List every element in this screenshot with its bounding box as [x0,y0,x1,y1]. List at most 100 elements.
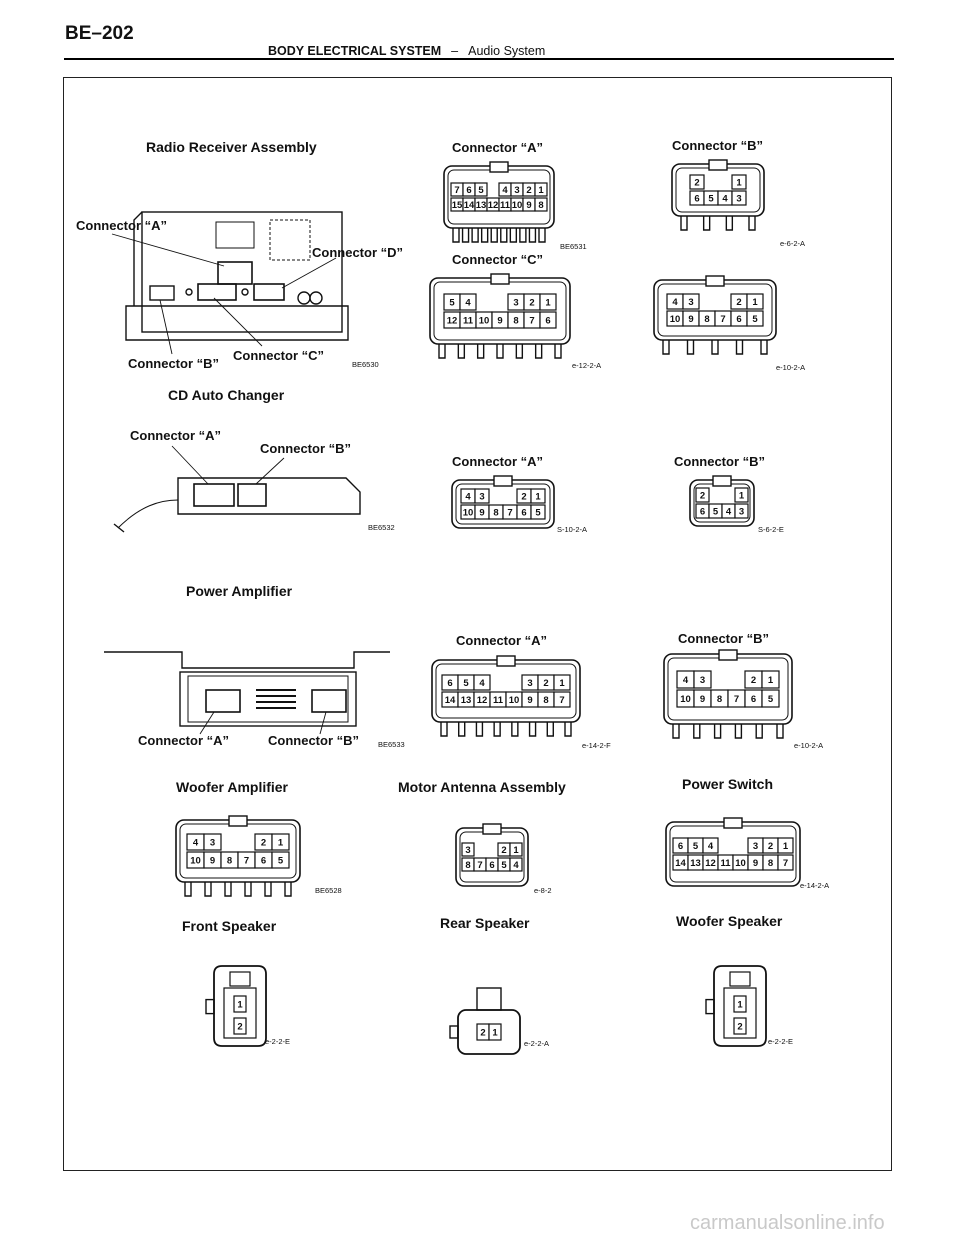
terminal-leg [452,228,460,243]
conn-rr-a-pin-2: 2 [526,185,531,196]
conn-rr-c-pin-1: 1 [545,298,551,309]
terminal-leg [457,344,466,359]
terminal-leg [564,722,572,737]
conn-cd-a-pin-3-cell [474,488,490,504]
header-rule [64,58,894,60]
conn-rr-c-pin-3: 3 [513,298,518,309]
woofer-speaker-code: e-2-2-E [768,1037,793,1046]
pa-conn-b-code: e-10-2-A [794,741,823,750]
conn-front-pin-2: 2 [237,1022,242,1033]
woofer-speaker-title: Woofer Speaker [676,913,783,929]
conn-front-pin-2-cell [233,1017,247,1035]
conn-front-pin-1: 1 [237,1000,243,1011]
terminal-leg [264,882,272,897]
conn-rr-a-pin-15: 15 [452,200,463,211]
terminal-leg [519,228,527,243]
conn-switch-pin-11: 11 [720,858,731,869]
conn-pa-a-pin-3: 3 [527,678,532,689]
terminal-leg [509,228,518,243]
conn-pa-a-pin-8: 8 [543,695,548,706]
terminal-leg [776,724,784,739]
terminal-leg [680,216,688,231]
rr-callout-d: Connector “D” [312,245,403,260]
conn-switch-pin-7: 7 [783,858,788,869]
conn-woofer-amp-pin-2: 2 [261,838,266,849]
front-speaker-connector-face: 12 [205,965,267,1047]
conn-rr-a-pin-8-cell [534,197,548,212]
conn-rear-pin-2: 2 [480,1028,485,1039]
conn-pa-b-pin-10: 10 [680,694,691,705]
conn-rr-d-pin-10: 10 [670,314,681,325]
terminal-leg [475,722,484,737]
pa-conn-a-title: Connector “A” [456,633,547,648]
conn-cd-a-pin-5: 5 [535,508,541,519]
conn-antenna-pin-4-cell [509,857,523,872]
page-header: BE–202 BODY ELECTRICAL SYSTEM–Audio Syst… [0,0,960,64]
conn-rr-d-pin-4: 4 [672,297,678,308]
conn-woofer-amp-pin-5-cell [271,851,290,869]
conn-pa-b-pin-2: 2 [751,675,756,686]
conn-pa-a-pin-13: 13 [461,695,472,706]
power-switch-title: Power Switch [682,776,773,792]
conn-rr-c-pin-1-cell [539,293,557,311]
conn-pa-a-pin-9: 9 [527,695,532,706]
terminal-leg [725,216,734,231]
conn-rr-a-pin-1: 1 [538,185,544,196]
conn-switch-pin-6: 6 [678,841,683,852]
conn-pa-b-pin-3-cell [693,670,712,689]
terminal-leg [672,724,680,739]
conn-front-pin-1-cell [233,995,247,1013]
terminal-leg [686,340,695,355]
conn-rr-a-pin-3: 3 [514,185,519,196]
conn-pa-a-pin-4: 4 [479,678,485,689]
conn-wspk-pin-1-cell [733,995,747,1013]
terminal-leg [748,216,756,231]
conn-rr-c-pin-10: 10 [479,316,490,327]
terminal-leg [554,344,562,359]
conn-rr-a-pin-10: 10 [512,200,523,211]
conn-cd-a-pin-1: 1 [535,492,541,503]
conn-woofer-amp-pin-6: 6 [261,856,266,867]
conn-pa-a-pin-7: 7 [559,695,564,706]
conn-rr-a-pin-14: 14 [464,200,475,211]
conn-cd-a-pin-10: 10 [463,508,474,519]
conn-woofer-amp-pin-3-cell [203,833,222,851]
conn-rr-a-pin-5: 5 [478,185,484,196]
conn-pa-a-pin-2: 2 [543,678,548,689]
conn-cd-a-pin-7: 7 [507,508,512,519]
section-title: BODY ELECTRICAL SYSTEM–Audio System [268,44,545,58]
conn-cd-a-pin-6: 6 [521,508,526,519]
conn-rr-b-pin-5: 5 [708,194,714,205]
radio-receiver-title: Radio Receiver Assembly [146,139,317,155]
rear-speaker-code: e-2-2-A [524,1039,549,1048]
conn-rr-d-pin-1-cell [746,293,764,310]
terminal-leg [534,344,543,359]
conn-rr-b-pin-2: 2 [694,178,699,189]
conn-rr-c-pin-4: 4 [465,298,471,309]
conn-rr-d-pin-5-cell [746,310,764,327]
terminal-leg [490,228,498,243]
conn-rr-a-pin-4: 4 [502,185,508,196]
terminal-leg [662,340,670,355]
conn-switch-pin-4-cell [702,837,719,854]
terminal-leg [476,344,485,359]
conn-switch-pin-1: 1 [783,841,789,852]
section-name: BODY ELECTRICAL SYSTEM [268,44,442,58]
terminal-leg [461,228,470,243]
conn-pa-a-pin-1: 1 [559,678,565,689]
terminal-leg [702,216,711,231]
conn-woofer-amp-pin-3: 3 [210,838,215,849]
conn-woofer-amp-pin-9: 9 [210,856,215,867]
conn-switch-pin-14: 14 [675,858,686,869]
terminal-leg [493,722,501,737]
conn-pa-b-pin-4: 4 [683,675,689,686]
rr-conn-b-code: e-6-2-A [780,239,805,248]
cd-code: BE6532 [368,523,395,532]
terminal-leg [204,882,212,897]
